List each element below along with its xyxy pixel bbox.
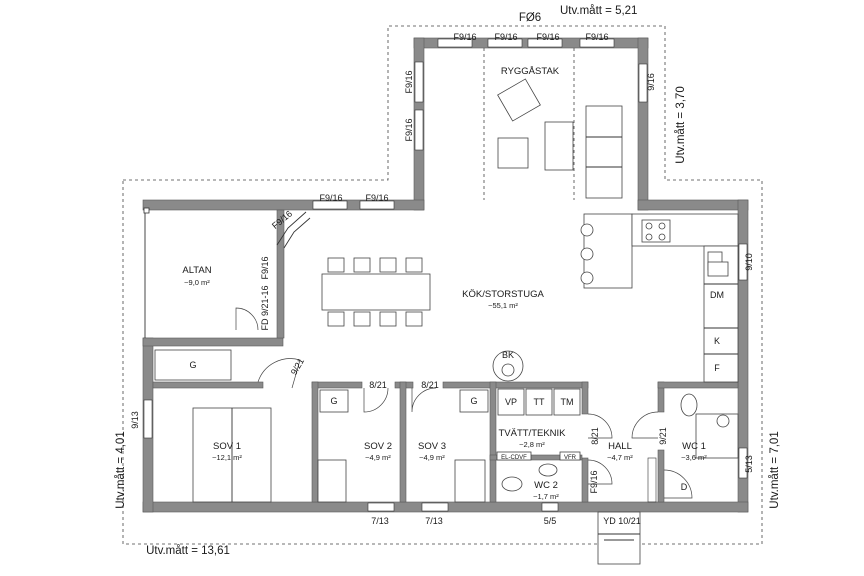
window-label: F9/16 [536,32,559,42]
ridge-label: FØ6 [519,12,541,24]
window-label: F9/16 [260,256,270,279]
room-wc1-area: ~3,6 m² [681,453,707,462]
shower-label: D [681,482,688,492]
heat-pump-label: VP [505,397,517,407]
doors [235,307,693,503]
room-kok-area: ~55,1 m² [488,301,518,310]
room-wc1-name: WC 1 [682,441,706,452]
top-outer-dimension: Utv.mått = 5,21 [560,5,637,17]
window-label: 7/13 [425,516,443,526]
bay-window [276,211,311,249]
room-sov2-name: SOV 2 [364,441,392,452]
window-label: F9/16 [319,193,342,203]
interior-walls [152,381,739,503]
room-ryggastak-name: RYGGÅSTAK [501,66,560,77]
water-heater-label: VFR [564,455,577,461]
fireplace-label: BK [502,350,514,360]
room-hall-name: HALL [608,441,632,452]
room-wc2-area: ~1,7 m² [533,492,559,501]
door-label: 9/21 [289,356,306,376]
wardrobe-label: G [330,396,337,406]
window-label: F9/16 [585,32,608,42]
window-label: 9/13 [130,411,140,429]
door-label: 8/21 [369,380,387,390]
dryer-label: TT [534,397,545,407]
bottom-dimension: Utv.mått = 13,61 [146,545,230,557]
freezer-label: F [714,363,720,373]
wc2-fixtures [501,463,558,492]
door-label: 8/21 [421,380,439,390]
wardrobes [154,349,489,413]
entry-steps [597,511,641,565]
ryggastak-furniture [483,48,623,200]
room-tvatt-area: ~2,8 m² [519,440,545,449]
room-tvatt-name: TVÄTT/TEKNIK [498,428,566,439]
window-label: F9/16 [404,70,414,93]
window-label: 5/5 [544,516,557,526]
window-label: F9/16 [453,32,476,42]
window-label: 5/13 [744,455,754,473]
room-kok-name: KÖK/STORSTUGA [462,289,544,300]
windows [143,38,748,512]
wardrobe-label: G [470,396,477,406]
roof-outline [122,25,763,545]
room-hall-area: ~4,7 m² [607,453,633,462]
left-lower-dimension: Utv.mått = 4,01 [115,431,127,508]
beds [192,407,486,503]
right-upper-dimension: Utv.mått = 3,70 [675,86,687,163]
window-label: 7/13 [371,516,389,526]
window-label: F9/16 [494,32,517,42]
room-sov2-area: ~4,9 m² [365,453,391,462]
door-label: 9/21 [658,427,668,445]
wc1-fixtures [680,393,739,459]
wardrobe-label: G [189,360,196,370]
window-label: 9/16 [646,73,656,91]
door-label: F9/16 [589,470,599,493]
room-wc2-name: WC 2 [534,480,558,491]
window-label: 9/10 [744,253,754,271]
laundry-appliances [496,388,581,461]
right-lower-dimension: Utv.mått = 7,01 [769,431,781,508]
washer-label: TM [561,397,574,407]
room-sov1-name: SOV 1 [213,441,241,452]
entry-door-label: YD 10/21 [603,516,641,526]
dishwasher-label: DM [710,290,724,300]
door-label: 8/21 [590,427,600,445]
window-label: F9/16 [404,118,414,141]
room-altan-name: ALTAN [182,265,211,276]
window-label: F9/16 [365,193,388,203]
room-altan-area: ~9,0 m² [184,278,210,287]
fridge-label: K [714,336,720,346]
room-sov3-name: SOV 3 [418,441,446,452]
dining-set [321,257,431,327]
altan-post [143,207,150,214]
room-sov1-area: ~12,1 m² [212,453,242,462]
kitchen [580,213,739,383]
electrical-panel-label: EL-CDVF [501,455,527,461]
door-label: FD 9/21-16 [260,285,270,330]
fireplace [492,350,524,382]
room-sov3-area: ~4,9 m² [419,453,445,462]
